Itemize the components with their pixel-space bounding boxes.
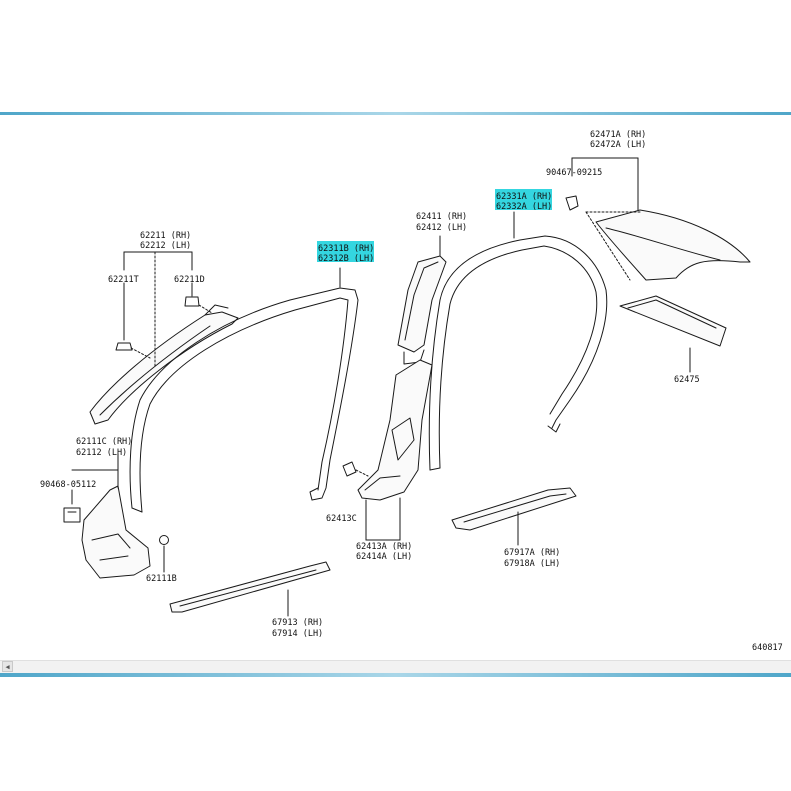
viewer-bottom-border (0, 673, 791, 677)
package-tray-pad-part (619, 295, 727, 373)
clip-62111b (159, 535, 169, 573)
rear-door-opening-trim-part (428, 211, 608, 471)
center-pillar-lower-garnish-part (357, 359, 433, 541)
diagram-code: 640817 (752, 643, 783, 653)
label-62211t[interactable]: 62211T (108, 275, 139, 285)
label-62332a[interactable]: 62332A (LH) (496, 202, 552, 212)
label-62475[interactable]: 62475 (674, 375, 700, 385)
highlight-62311b (317, 241, 374, 262)
rear-package-tray-trim-part (571, 157, 751, 281)
label-67913[interactable]: 67913 (RH) (272, 618, 323, 628)
label-62211[interactable]: 62211 (RH) (140, 231, 191, 241)
viewer-top-border (0, 112, 791, 115)
scroll-left-icon[interactable] (2, 661, 13, 672)
clip-62211d (184, 282, 213, 314)
clip-90468-05112 (63, 489, 81, 523)
label-62111b[interactable]: 62111B (146, 574, 177, 584)
label-62331a[interactable]: 62331A (RH) (496, 192, 552, 202)
label-62111c[interactable]: 62111C (RH) (76, 437, 132, 447)
label-62411[interactable]: 62411 (RH) (416, 212, 467, 222)
label-90468-05112[interactable]: 90468-05112 (40, 480, 96, 490)
label-62414a[interactable]: 62414A (LH) (356, 552, 412, 562)
label-62412[interactable]: 62412 (LH) (416, 223, 467, 233)
label-62211d[interactable]: 62211D (174, 275, 205, 285)
label-67914[interactable]: 67914 (LH) (272, 629, 323, 639)
cowl-side-trim-part (71, 453, 151, 579)
front-door-opening-trim-part (129, 267, 359, 513)
label-67918a[interactable]: 67918A (LH) (504, 559, 560, 569)
label-90467-09215[interactable]: 90467-09215 (546, 168, 602, 178)
clip-62211t (115, 282, 151, 359)
label-62112[interactable]: 62112 (LH) (76, 448, 127, 458)
label-62413c[interactable]: 62413C (326, 514, 357, 524)
label-62212[interactable]: 62212 (LH) (140, 241, 191, 251)
label-62311b[interactable]: 62311B (RH) (318, 244, 374, 254)
rear-scuff-plate-part (451, 487, 577, 546)
clip-90467-09215 (565, 195, 579, 211)
label-62472a[interactable]: 62472A (LH) (590, 140, 646, 150)
clip-62413c (342, 461, 369, 477)
label-67917a[interactable]: 67917A (RH) (504, 548, 560, 558)
label-62471a[interactable]: 62471A (RH) (590, 130, 646, 140)
label-62413a[interactable]: 62413A (RH) (356, 542, 412, 552)
label-62312b[interactable]: 62312B (LH) (318, 254, 374, 264)
highlight-62331a (495, 189, 552, 210)
horizontal-scrollbar[interactable] (0, 660, 791, 674)
front-scuff-plate-part (169, 561, 331, 617)
center-pillar-upper-garnish-part (397, 235, 447, 365)
